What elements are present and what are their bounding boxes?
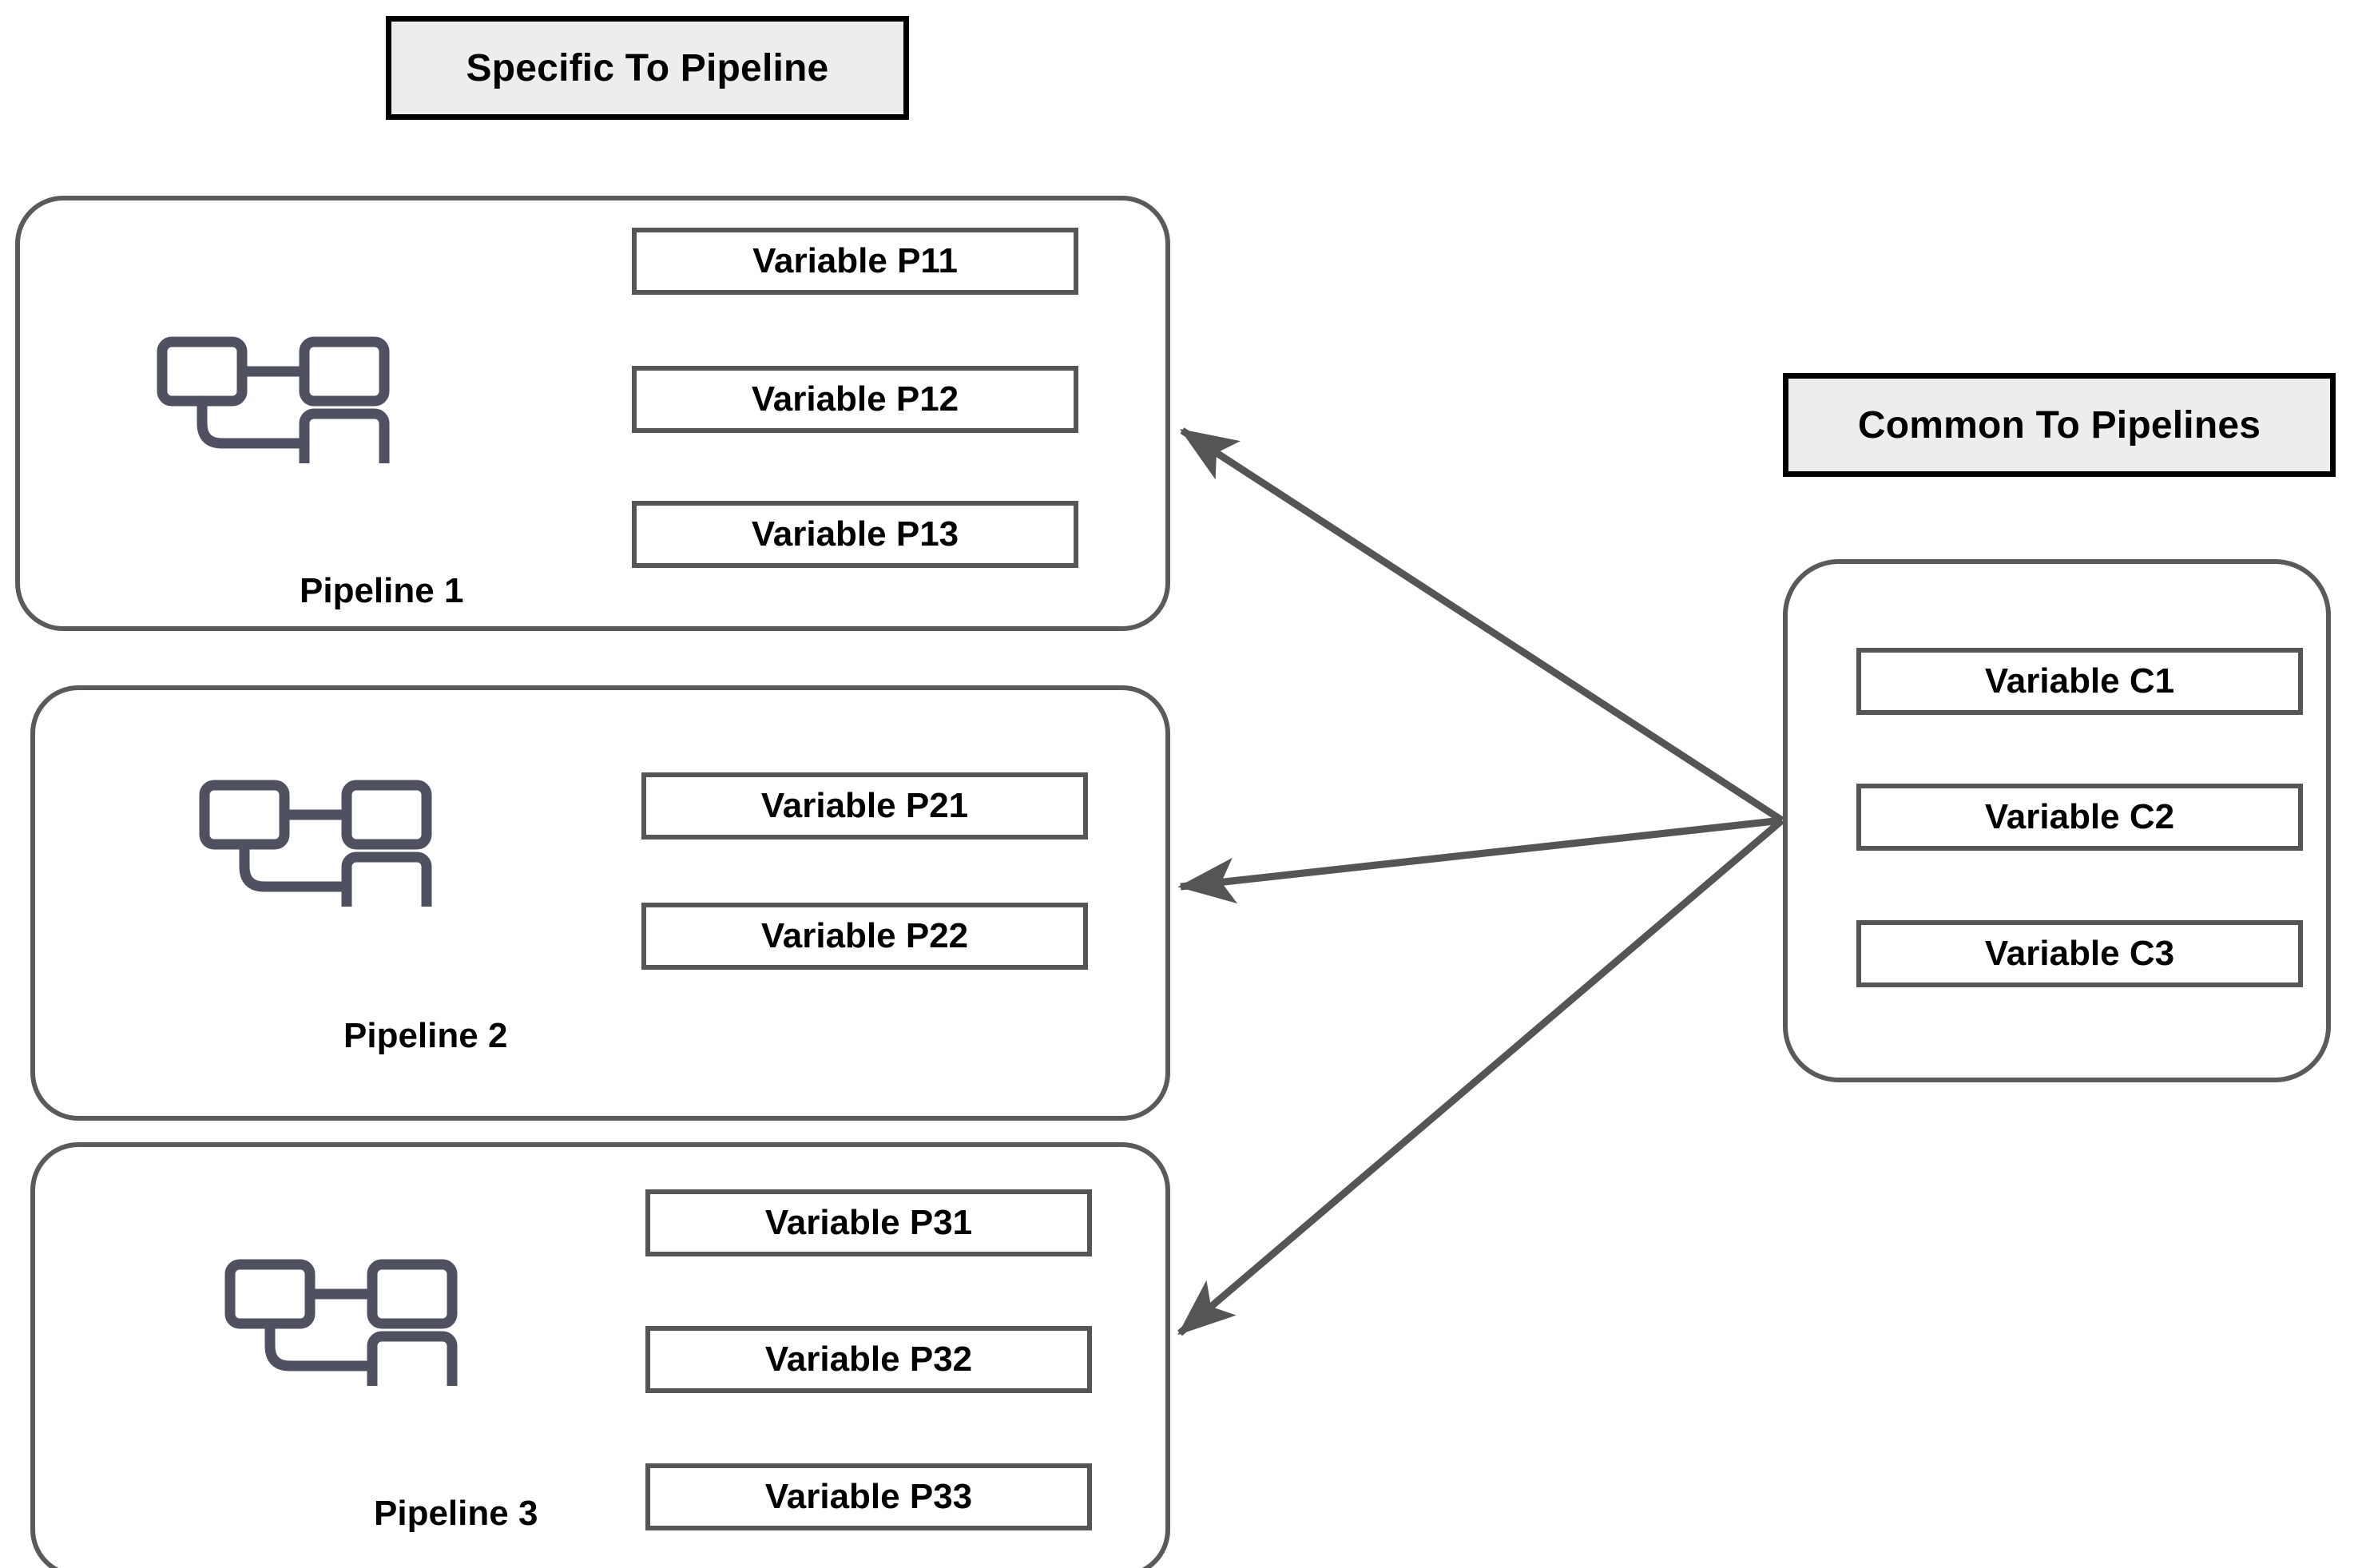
variable-box-p32[interactable]: Variable P32 [645,1326,1092,1393]
variable-box-p11[interactable]: Variable P11 [632,228,1078,295]
pipeline-3-label: Pipeline 3 [374,1494,538,1533]
variable-box-p22[interactable]: Variable P22 [641,903,1088,970]
variable-box-c3[interactable]: Variable C3 [1856,920,2303,987]
variable-box-p13[interactable]: Variable P13 [632,501,1078,568]
variable-box-p21[interactable]: Variable P21 [641,772,1088,840]
pipeline-nodes-icon [199,780,432,907]
banner-specific-to-pipeline: Specific To Pipeline [386,16,909,120]
variable-box-p12[interactable]: Variable P12 [632,366,1078,433]
arrow-common-to-pipeline-3 [1177,817,1784,1336]
variable-box-c1[interactable]: Variable C1 [1856,648,2303,715]
variable-box-p31[interactable]: Variable P31 [645,1189,1092,1256]
pipeline-nodes-icon [224,1259,458,1386]
pipeline-1-label: Pipeline 1 [300,571,464,610]
pipeline-nodes-icon [157,336,390,463]
variable-box-c2[interactable]: Variable C2 [1856,784,2303,851]
banner-common-to-pipelines: Common To Pipelines [1783,373,2336,477]
arrow-common-to-pipeline-2 [1177,816,1783,904]
pipeline-2-label: Pipeline 2 [343,1016,508,1055]
variable-box-p33[interactable]: Variable P33 [645,1463,1092,1530]
arrow-common-to-pipeline-1 [1179,427,1784,824]
